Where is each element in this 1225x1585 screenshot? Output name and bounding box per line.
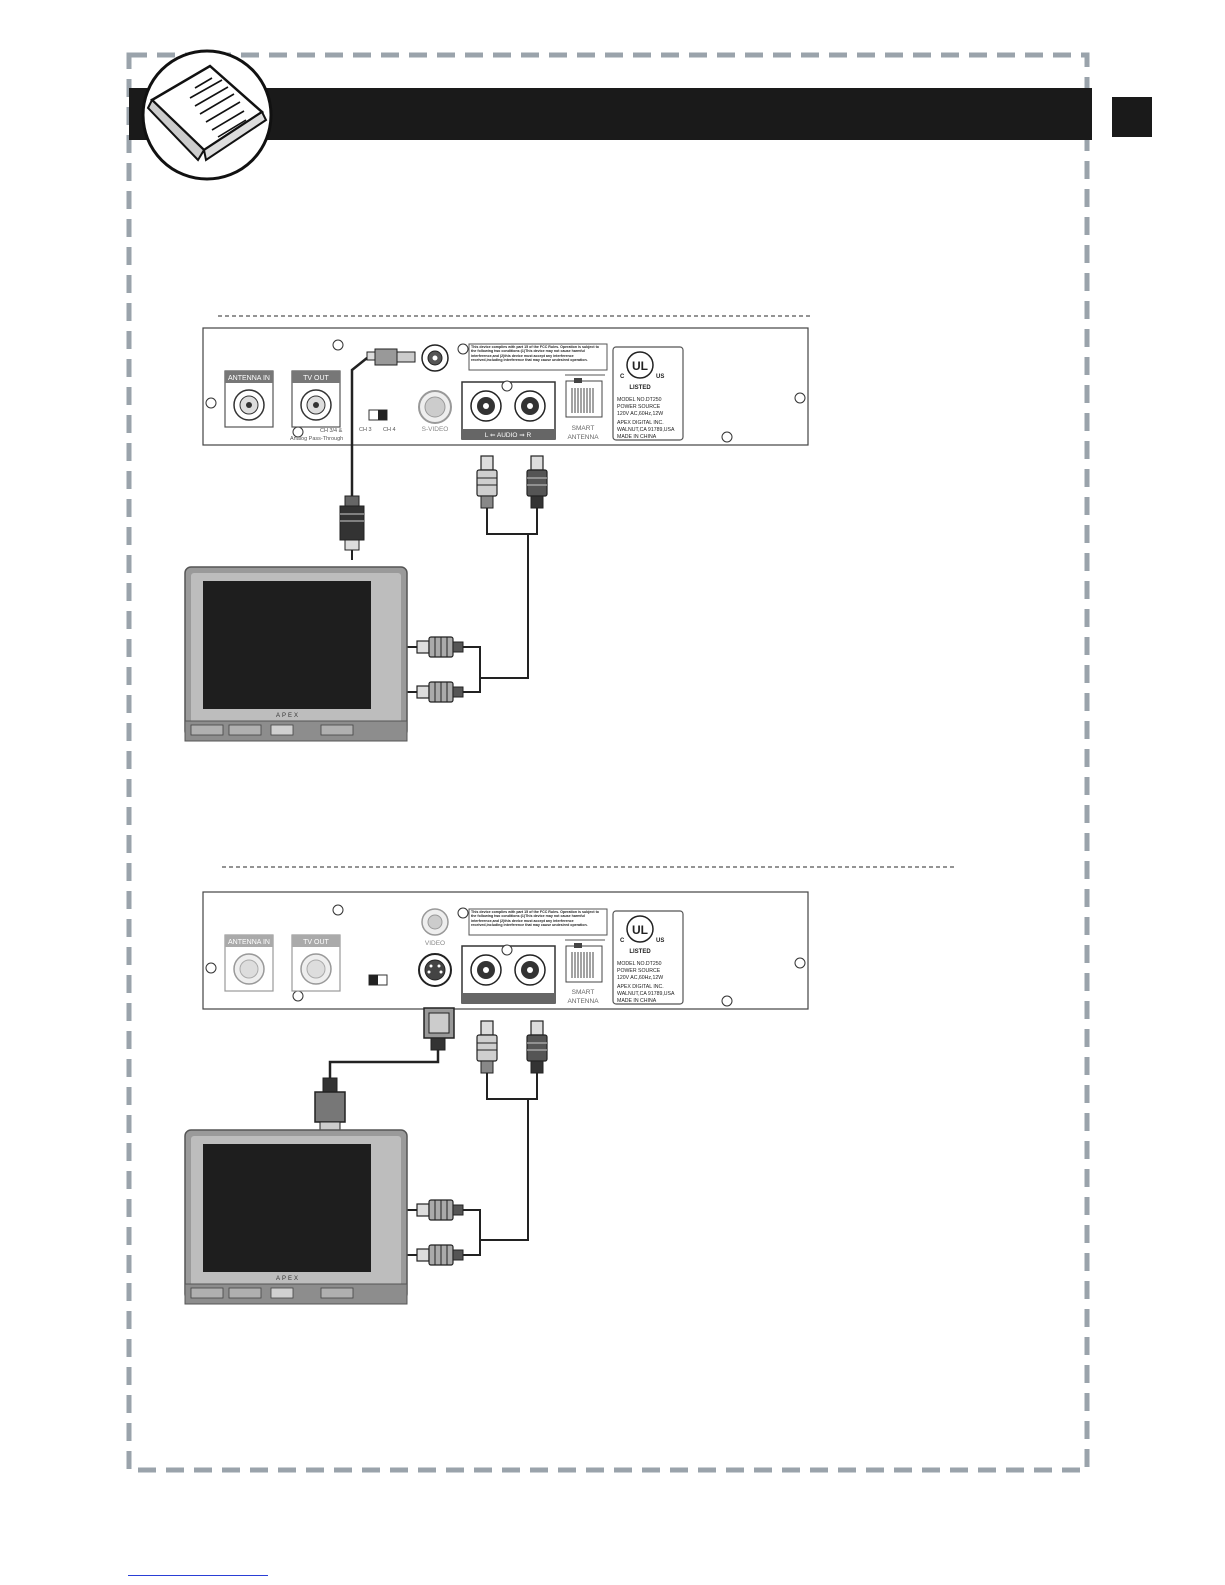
- antenna-label-2: ANTENNA: [567, 998, 599, 1005]
- footer-rule: [128, 1575, 268, 1576]
- smart-label-2: SMART: [572, 989, 595, 996]
- listed-label: LISTED: [629, 385, 651, 391]
- address-label-2: WALNUT,CA 91789,USA: [617, 991, 675, 997]
- header-bar: [129, 88, 1092, 140]
- antenna-in-label: ANTENNA IN: [228, 375, 270, 382]
- rating-label: 120V AC,60Hz,12W: [617, 411, 663, 417]
- ul-c: C: [620, 374, 625, 380]
- smart-label: SMART: [572, 425, 595, 432]
- ch34-note: CH 3/4 &: [320, 428, 343, 434]
- rating-label-2: 120V AC,60Hz,12W: [617, 975, 663, 981]
- television-1: APEX: [184, 566, 408, 742]
- made-label-2: MADE IN CHINA: [617, 998, 657, 1004]
- address-label: WALNUT,CA 91789,USA: [617, 427, 675, 433]
- tv-brand-2: APEX: [276, 1276, 300, 1282]
- rear-panel-2: ANTENNA IN TV OUT VIDEO: [202, 891, 809, 1010]
- video-label-2: VIDEO: [425, 940, 445, 947]
- listed-label-2: LISTED: [629, 949, 651, 955]
- model-label-2: MODEL NO.DT250: [617, 961, 662, 967]
- dashed-border: [126, 52, 1090, 1473]
- ul-mark-2: UL: [632, 923, 648, 937]
- video-cable-1: [339, 348, 416, 560]
- fcc-notice-2: This device complies with part 15 of the…: [471, 910, 600, 928]
- tv-out-label-2: TV OUT: [303, 939, 329, 946]
- book-icon: [141, 49, 273, 181]
- television-2: APEX: [184, 1129, 408, 1305]
- antenna-in-label-2: ANTENNA IN: [228, 939, 270, 946]
- power-label: POWER SOURCE: [617, 404, 661, 410]
- rear-panel-1: ANTENNA IN TV OUT CH 3/4 & Analog Pass-T…: [202, 327, 809, 446]
- svideo-cable-2: [314, 1007, 455, 1131]
- company-label-2: APEX DIGITAL INC.: [617, 984, 664, 990]
- power-label-2: POWER SOURCE: [617, 968, 661, 974]
- ch3-label: CH 3: [359, 427, 372, 433]
- svideo-label: S-VIDEO: [422, 426, 449, 433]
- tv-out-label: TV OUT: [303, 375, 329, 382]
- antenna-label: ANTENNA: [567, 434, 599, 441]
- made-label: MADE IN CHINA: [617, 434, 657, 440]
- fcc-notice: This device complies with part 15 of the…: [471, 345, 600, 363]
- ch4-label: CH 4: [383, 427, 396, 433]
- tv-brand-1: APEX: [276, 713, 300, 719]
- model-label: MODEL NO.DT250: [617, 397, 662, 403]
- company-label: APEX DIGITAL INC.: [617, 420, 664, 426]
- audio-cable-1: [404, 455, 548, 703]
- tab-marker: [1112, 97, 1152, 137]
- analog-pass-label: Analog Pass-Through: [290, 436, 343, 442]
- audio-label: L ⇐ AUDIO ⇒ R: [485, 432, 532, 439]
- ul-c-2: C: [620, 938, 625, 944]
- ul-us-2: US: [656, 938, 664, 944]
- ul-us: US: [656, 374, 664, 380]
- audio-cable-2: [404, 1020, 548, 1266]
- ul-mark: UL: [632, 359, 648, 373]
